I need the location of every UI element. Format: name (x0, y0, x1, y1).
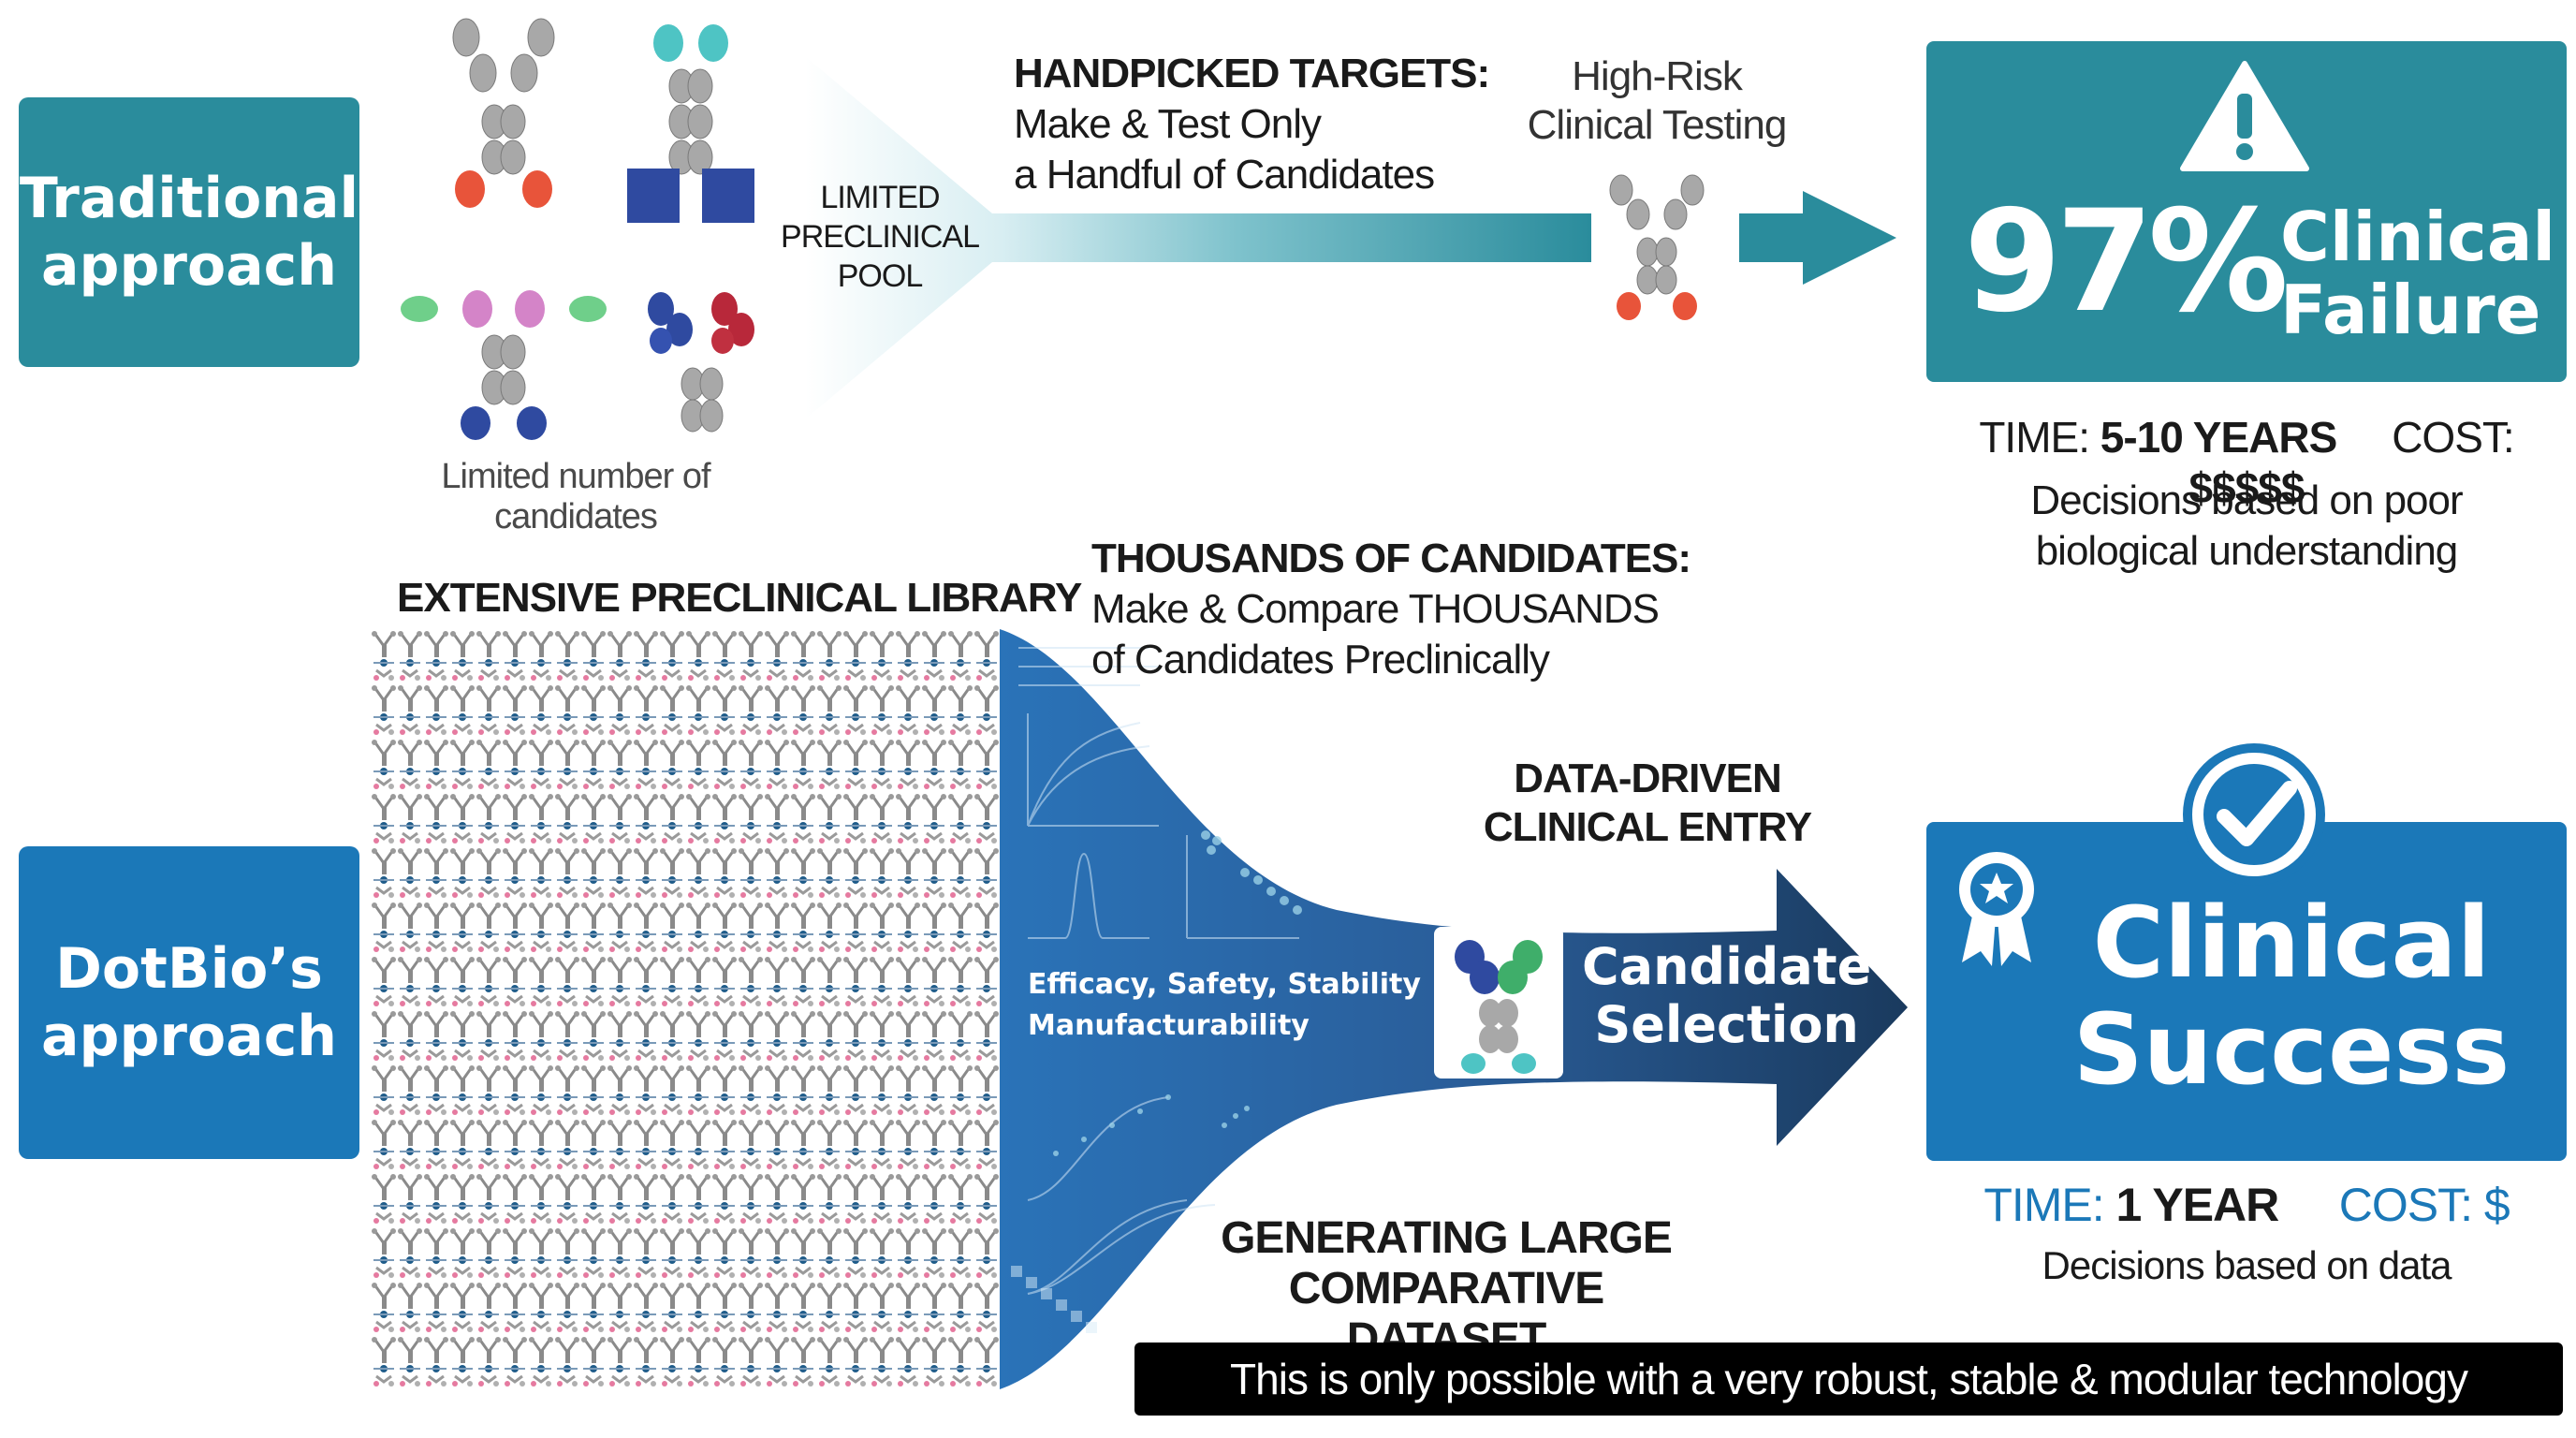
antibody-icon (648, 292, 754, 433)
preclinical-library-grid (371, 629, 1000, 1389)
success-label: Clinical Success (2029, 889, 2554, 1103)
funnel-criteria-text: Efficacy, Safety, Stability Manufacturab… (1028, 964, 1421, 1047)
traditional-label-line2: approach (41, 233, 337, 299)
antibody-icon (401, 290, 607, 440)
dotbio-note: Decisions based on data (2042, 1243, 2452, 1287)
trad-cost-value: $$$$$ (2188, 463, 2305, 512)
entry-line2: CLINICAL ENTRY (1483, 804, 1812, 850)
handpicked-line1: Make & Test Only (1014, 101, 1322, 147)
handpicked-line2: a Handful of Candidates (1014, 152, 1435, 198)
trad-note-line1: Decisions based on poor (2030, 477, 2463, 523)
failure-line2: Failure (2280, 271, 2541, 349)
antibody-icon (1609, 174, 1705, 320)
funnel-line1: Efficacy, Safety, Stability (1028, 968, 1421, 1001)
limited-pool-funnel (805, 56, 1896, 419)
award-ribbon-icon (1959, 852, 2034, 966)
selection-line1: Candidate (1582, 937, 1872, 996)
dotbio-approach-label: DotBio’s approach (19, 846, 359, 1159)
funnel-line2: Manufacturability (1028, 1009, 1310, 1042)
limited-pool-label: LIMITED PRECLINICAL POOL (777, 178, 983, 296)
pool-label-line2: PRECLINICAL (781, 219, 980, 255)
traditional-time-cost: TIME: 5-10 YEARS COST: $$$$$ (1926, 412, 2567, 513)
checkmark-icon (2183, 743, 2325, 886)
footer-banner: This is only possible with a very robust… (1134, 1343, 2563, 1416)
thousands-line2: of Candidates Preclinically (1091, 637, 1550, 682)
high-risk-text: High-Risk Clinical Testing (1507, 52, 1807, 150)
success-line1: Clinical (2092, 886, 2491, 1000)
clinical-success-box: Clinical Success (1926, 822, 2567, 1161)
traditional-approach-label: Traditional approach (19, 97, 359, 367)
candidate-selection-label: Candidate Selection (1582, 938, 1871, 1054)
trad-cost-label: COST: (2392, 413, 2514, 462)
entry-line1: DATA-DRIVEN (1514, 756, 1782, 801)
thousands-title: THOUSANDS OF CANDIDATES: (1091, 536, 1691, 581)
handpicked-targets-text: HANDPICKED TARGETS: Make & Test Only a H… (1014, 49, 1490, 200)
risk-line1: High-Risk (1572, 53, 1743, 99)
pool-label-line3: POOL (837, 258, 923, 294)
warning-icon (2180, 61, 2309, 171)
risk-line2: Clinical Testing (1527, 102, 1788, 148)
antibody-icon (1434, 927, 1563, 1078)
dotbio-time-cost: TIME: 1 YEAR COST: $ (1926, 1178, 2567, 1232)
candidates-caption: Limited number of candidates (441, 457, 710, 536)
dotbio-label-line2: approach (41, 1004, 337, 1069)
failure-label: Clinical Failure (2280, 200, 2555, 346)
failure-percent: 97% (1964, 181, 2289, 344)
handpicked-title: HANDPICKED TARGETS: (1014, 51, 1490, 96)
clinical-entry-text: DATA-DRIVEN CLINICAL ENTRY (1479, 755, 1816, 852)
dotbio-label-line1: DotBio’s (55, 936, 323, 1002)
success-line2: Success (2072, 992, 2510, 1107)
traditional-label-line1: Traditional (19, 166, 359, 231)
pool-label-line1: LIMITED (820, 180, 940, 215)
clinical-failure-box: 97% Clinical Failure (1926, 41, 2567, 382)
antibody-icon (627, 24, 754, 223)
dotbio-time-label: TIME: (1983, 1179, 2104, 1231)
dotbio-time-value: 1 YEAR (2115, 1179, 2280, 1231)
antibody-icon (452, 18, 555, 208)
dataset-line1: GENERATING LARGE (1221, 1213, 1673, 1263)
antibody-candidates-illustration (401, 18, 754, 440)
failure-line1: Clinical (2280, 198, 2556, 276)
trad-note-line2: biological understanding (2035, 528, 2459, 574)
dotbio-cost-label: COST: $ (2338, 1179, 2510, 1231)
library-title: EXTENSIVE PRECLINICAL LIBRARY (397, 575, 1082, 621)
selection-line2: Selection (1594, 995, 1859, 1054)
trad-time-value: 5-10 YEARS (2100, 413, 2338, 462)
thousands-candidates-text: THOUSANDS OF CANDIDATES: Make & Compare … (1091, 534, 1691, 685)
trad-time-label: TIME: (1979, 413, 2090, 462)
traditional-note: Decisions based on poor biological under… (1926, 476, 2567, 577)
thousands-line1: Make & Compare THOUSANDS (1091, 586, 1660, 632)
